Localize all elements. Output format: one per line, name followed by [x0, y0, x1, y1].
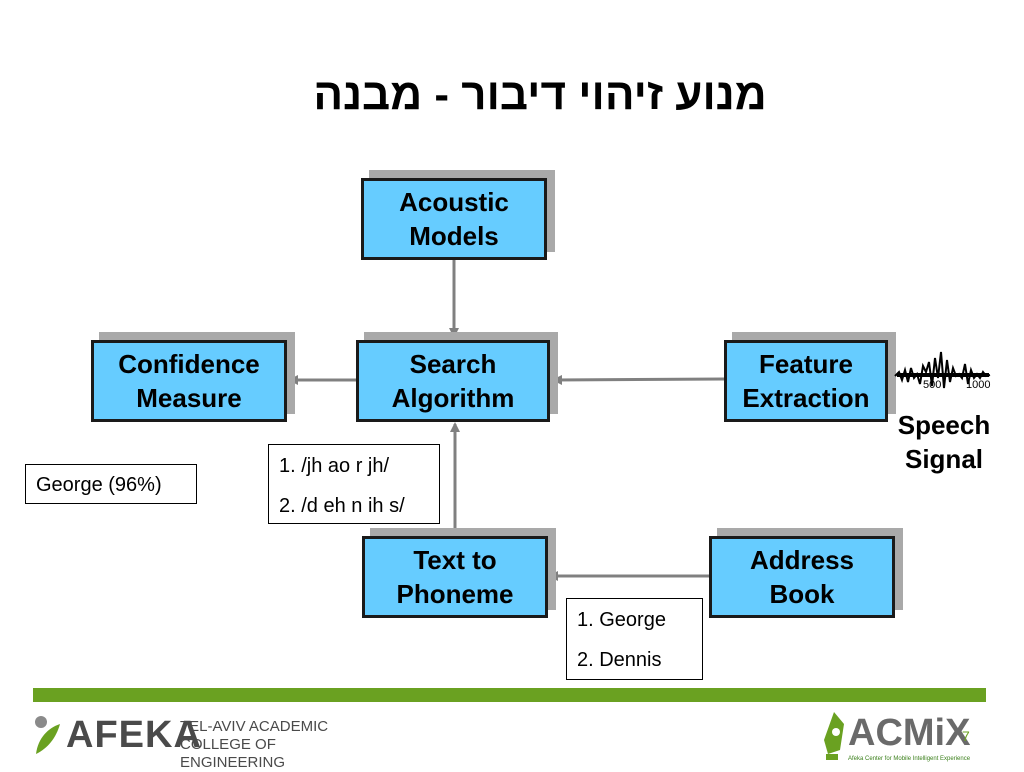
name-item: 1. George [577, 609, 666, 631]
box-line: Feature [759, 349, 853, 379]
box-line: Phoneme [396, 579, 514, 609]
result-note: George (96%) [25, 464, 197, 504]
afeka-name: AFEKA [66, 714, 202, 756]
box-line: Extraction [742, 383, 870, 413]
box-line: Address [749, 545, 855, 575]
leaf-icon [35, 716, 60, 754]
name-item: 2. Dennis [577, 649, 662, 671]
speech-line: Signal [904, 444, 983, 474]
acmix-name: ACMiX [848, 712, 971, 754]
footer-bar [33, 688, 986, 702]
phoneme-item: 2. /d eh n ih s/ [279, 495, 405, 517]
speech-signal-label: Speech Signal [886, 408, 1002, 476]
afeka-logo: AFEKA TEL-AVIV ACADEMIC COLLEGE OF ENGIN… [32, 712, 352, 771]
afeka-sub-line: COLLEGE OF ENGINEERING [180, 736, 286, 771]
result-text: George (96%) [36, 474, 162, 496]
robot-icon [824, 712, 844, 760]
box-line: Acoustic [399, 187, 509, 217]
waveform-label: 500 [923, 379, 941, 391]
box-line: Algorithm [391, 383, 515, 413]
box-line: Text to [413, 545, 497, 575]
box-line: Models [409, 221, 499, 251]
slide-title: מנוע זיהוי דיבור - מבנה [313, 70, 767, 119]
names-list-note: 1. George 2. Dennis [566, 598, 703, 680]
waveform-icon: 500 1000 [894, 351, 990, 391]
acmix-logo: ACMiX Afeka Center for Mobile Intelligen… [820, 710, 990, 766]
arrow-feature-to-search [552, 374, 725, 385]
acmix-subtitle: Afeka Center for Mobile Intelligent Expe… [848, 756, 971, 762]
box-line: Book [769, 579, 835, 609]
text-to-phoneme-box: Text to Phoneme [362, 536, 548, 618]
phoneme-item: 1. /jh ao r jh/ [279, 455, 390, 477]
box-line: Measure [136, 383, 242, 413]
box-line: Confidence [118, 349, 260, 379]
box-line: Search [409, 349, 497, 379]
afeka-sub-line: TEL-AVIV ACADEMIC [180, 718, 329, 735]
phoneme-list-note: 1. /jh ao r jh/ 2. /d eh n ih s/ [268, 444, 440, 524]
waveform-label: 1000 [966, 379, 990, 391]
speech-line: Speech [897, 410, 991, 440]
page-number: 7 [962, 728, 970, 744]
afeka-subtitle: TEL-AVIV ACADEMIC COLLEGE OF ENGINEERING [180, 718, 352, 772]
